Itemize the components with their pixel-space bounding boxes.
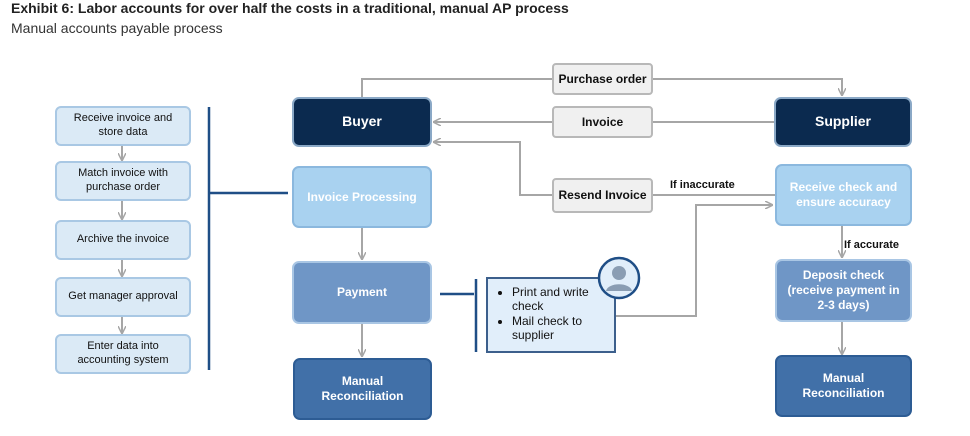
step-receive-invoice: Receive invoice and store data	[55, 106, 191, 146]
buyer-manual-reconciliation-box: Manual Reconciliation	[293, 358, 432, 420]
step-enter-data: Enter data into accounting system	[55, 334, 191, 374]
supplier-box: Supplier	[774, 97, 912, 147]
payment-note-print: Print and write check	[512, 285, 614, 314]
receive-check-box: Receive check and ensure accuracy	[775, 164, 912, 226]
step-archive-invoice: Archive the invoice	[55, 220, 191, 260]
payment-notes: Print and write check Mail check to supp…	[486, 277, 616, 353]
payment-note-mail: Mail check to supplier	[512, 314, 614, 343]
resend-invoice-box: Resend Invoice	[552, 178, 653, 213]
step-match-invoice: Match invoice with purchase order	[55, 161, 191, 201]
if-accurate-label: If accurate	[844, 239, 900, 251]
if-inaccurate-label: If inaccurate	[670, 179, 735, 191]
step-manager-approval: Get manager approval	[55, 277, 191, 317]
invoice-box: Invoice	[552, 106, 653, 138]
exhibit-subtitle: Manual accounts payable process	[11, 20, 223, 36]
exhibit-title: Exhibit 6: Labor accounts for over half …	[11, 0, 569, 16]
buyer-box: Buyer	[292, 97, 432, 147]
supplier-manual-reconciliation-box: Manual Reconciliation	[775, 355, 912, 417]
resend-to-buyer	[434, 142, 552, 196]
deposit-check-box: Deposit check (receive payment in 2-3 da…	[775, 259, 912, 322]
invoice-processing-box: Invoice Processing	[292, 166, 432, 228]
person-avatar-icon	[597, 256, 641, 300]
payment-box: Payment	[292, 261, 432, 324]
check-to-supplier-connector	[616, 205, 772, 317]
purchase-order-box: Purchase order	[552, 63, 653, 95]
